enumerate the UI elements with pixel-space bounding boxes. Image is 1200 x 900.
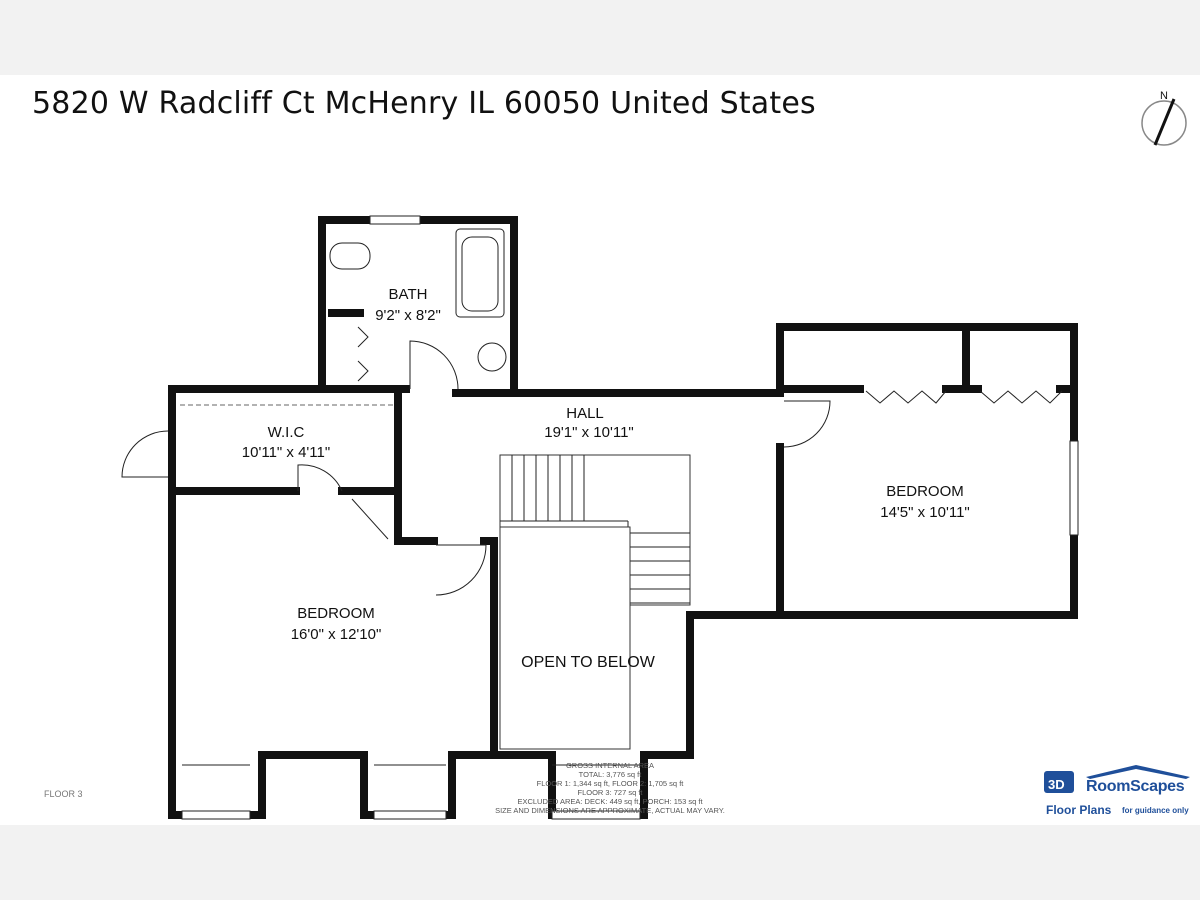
property-address: 5820 W Radcliff Ct McHenry IL 60050 Unit… — [32, 86, 816, 121]
area-excluded: EXCLUDED AREA: DECK: 449 sq ft, PORCH: 1… — [517, 797, 703, 806]
hall-dims: 19'1" x 10'11" — [544, 424, 634, 441]
bath-name: BATH — [389, 286, 428, 303]
area-total: TOTAL: 3,776 sq ft — [578, 770, 642, 779]
gross-internal-area: GROSS INTERNAL AREA TOTAL: 3,776 sq ft F… — [440, 761, 780, 815]
floor-tag: FLOOR 3 — [44, 789, 83, 799]
bedroom-left-dims: 16'0" x 12'10" — [291, 626, 382, 643]
area-floor3: FLOOR 3: 727 sq ft — [577, 788, 643, 797]
area-floors: FLOOR 1: 1,344 sq ft, FLOOR 2: 1,705 sq … — [536, 779, 684, 788]
bedroom-left-name: BEDROOM — [297, 605, 375, 622]
logo-sub: Floor Plans — [1046, 803, 1112, 817]
bedroom-right-dims: 14'5" x 10'11" — [880, 504, 970, 521]
house-logo-icon: 3D — [1044, 765, 1190, 793]
logo-tagline: for guidance only — [1122, 806, 1189, 815]
area-heading: GROSS INTERNAL AREA — [565, 761, 655, 770]
svg-text:3D: 3D — [1048, 777, 1065, 792]
wic-name: W.I.C — [268, 424, 305, 441]
logo-brand: RoomScapes — [1086, 778, 1185, 795]
floor-plan-sheet: 5820 W Radcliff Ct McHenry IL 60050 Unit… — [0, 75, 1200, 825]
compass-north-label: N — [1160, 90, 1168, 102]
thin-lines — [121, 215, 1079, 820]
roomscapes-logo: 3D RoomScapes Floor Plans for guidance o… — [1040, 763, 1195, 823]
floor-plan-diagram: BATH 9'2" x 8'2" HALL 19'1" x 10'11" W.I… — [121, 215, 1079, 820]
open-to-below-label: OPEN TO BELOW — [521, 654, 656, 671]
bedroom-right-name: BEDROOM — [886, 483, 964, 500]
area-disclaimer: SIZE AND DIMENSIONS ARE APPROXIMATE, ACT… — [495, 806, 725, 815]
hall-name: HALL — [566, 405, 604, 422]
wic-dims: 10'11" x 4'11" — [242, 444, 330, 461]
compass-icon: N — [1141, 90, 1187, 146]
bath-dims: 9'2" x 8'2" — [375, 307, 441, 324]
walls — [168, 216, 1078, 819]
room-labels: BATH 9'2" x 8'2" HALL 19'1" x 10'11" W.I… — [242, 286, 970, 671]
